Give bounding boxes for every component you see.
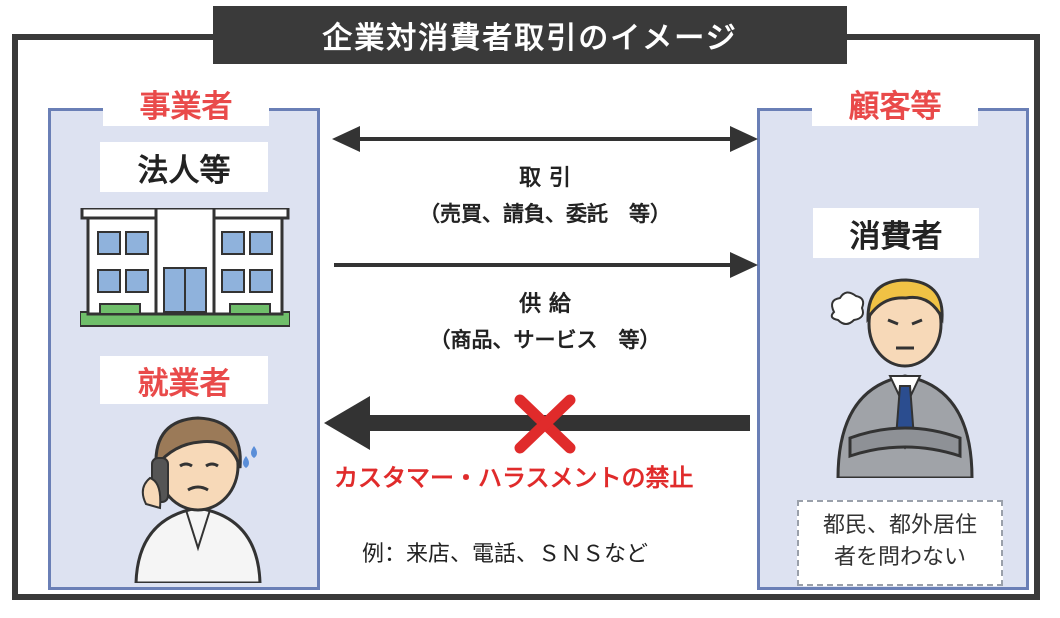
harassment-prohibition-label: カスタマー・ハラスメントの禁止 [334, 464, 694, 492]
consumer-note-line1: 都民、都外居住 [822, 513, 977, 538]
harassment-arrow [324, 396, 750, 450]
supply-arrow [334, 252, 758, 278]
consumer-label: 消費者 [813, 208, 979, 258]
supply-label: 供 給 （商品、サービス 等） [400, 286, 690, 354]
transaction-label: 取 引 （売買、請負、委託 等） [400, 160, 690, 228]
transaction-title: 取 引 [519, 166, 571, 191]
example-channels: 例：来店、電話、ＳＮＳなど [362, 542, 649, 567]
building-icon [80, 208, 290, 327]
transaction-arrow [332, 126, 758, 152]
supply-title: 供 給 [519, 292, 571, 317]
prohibited-cross-icon [514, 394, 576, 454]
supply-examples: （商品、サービス 等） [429, 328, 661, 352]
worried-employee-icon [134, 416, 262, 583]
customer-heading: 顧客等 [812, 80, 978, 126]
business-heading: 事業者 [103, 80, 269, 126]
consumer-note: 都民、都外居住 者を問わない [797, 500, 1003, 586]
corporate-label: 法人等 [100, 142, 268, 192]
angry-consumer-icon [830, 278, 974, 478]
consumer-note-line2: 者を問わない [833, 545, 966, 570]
employee-heading: 就業者 [100, 356, 268, 404]
diagram-title: 企業対消費者取引のイメージ [213, 6, 847, 64]
transaction-examples: （売買、請負、委託 等） [419, 202, 671, 226]
